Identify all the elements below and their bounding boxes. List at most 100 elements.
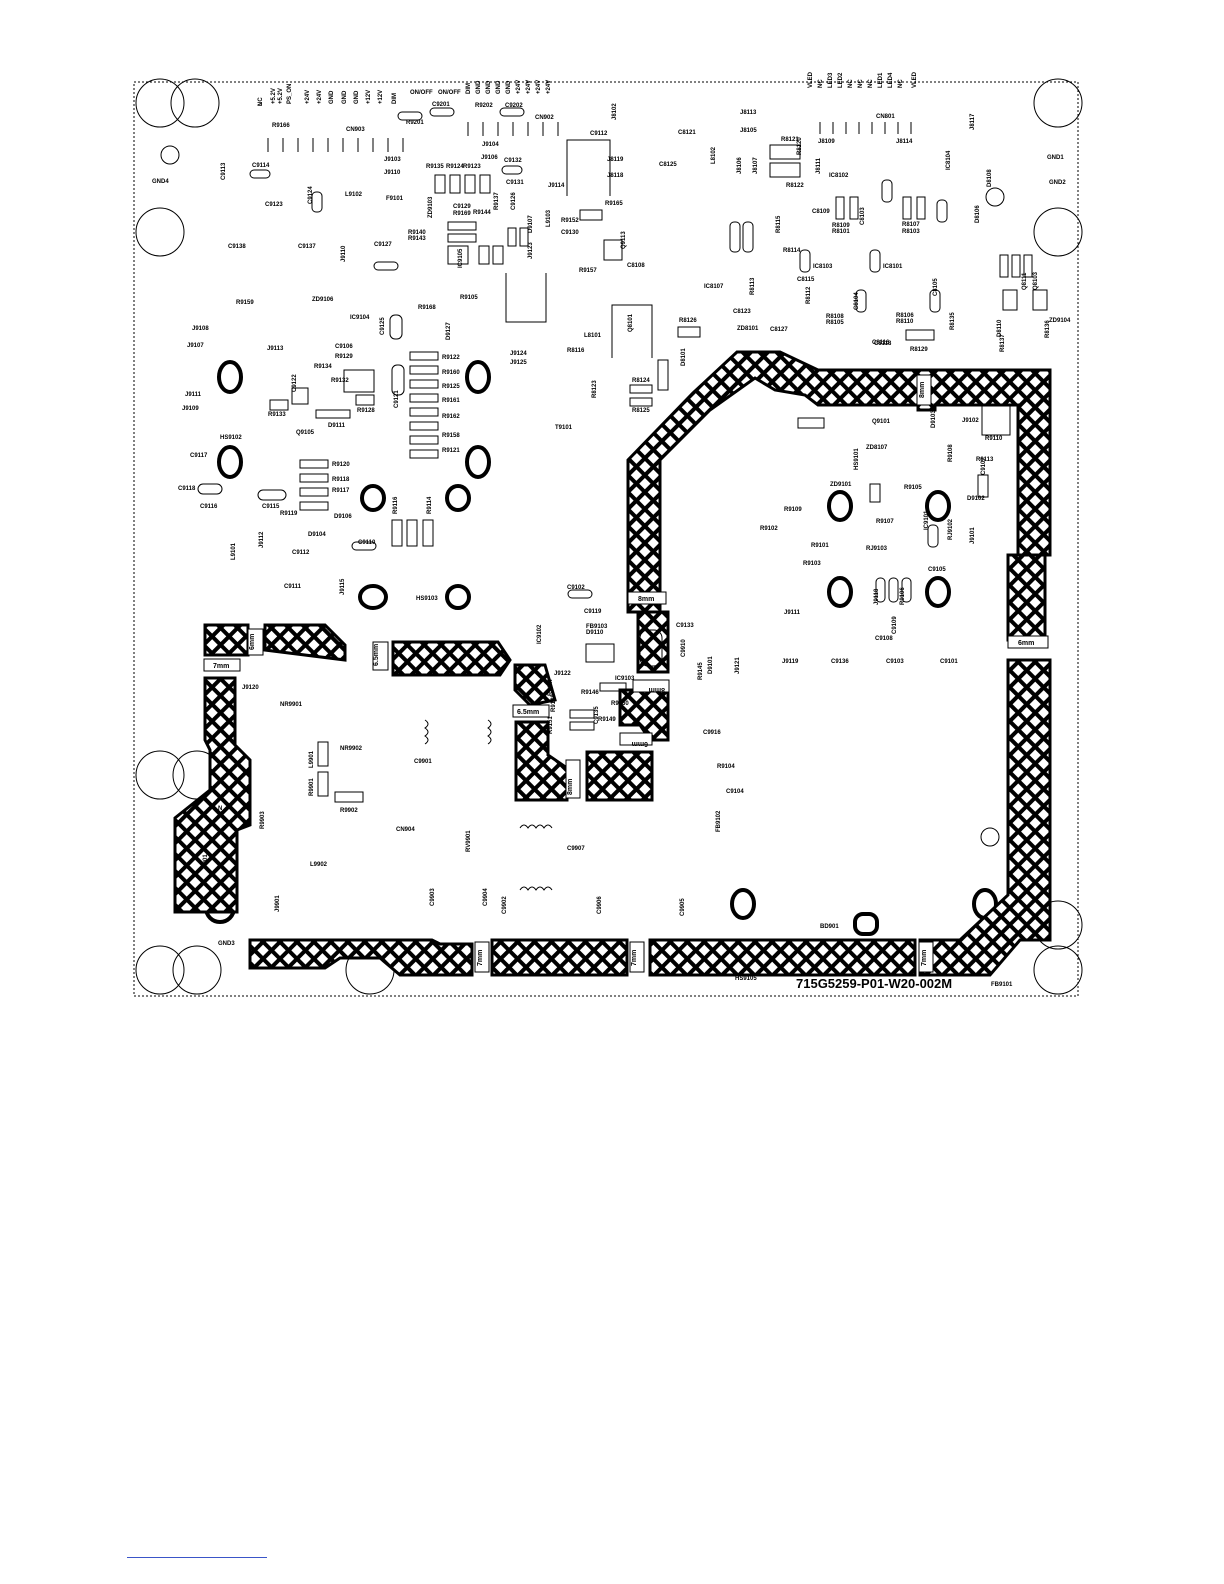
component-label: C8115 — [797, 277, 815, 283]
component-label: C9112 — [590, 131, 608, 137]
component-label: ZD8101 — [737, 326, 759, 332]
component-label: R8126 — [679, 318, 697, 324]
component-label: GND — [486, 80, 492, 94]
component-label: C9121 — [394, 390, 400, 408]
component-label: ZD9103 — [428, 196, 434, 218]
component-label: R8116 — [567, 348, 585, 354]
component-label: IC9105 — [458, 248, 464, 268]
component-label: R9104 — [717, 764, 735, 770]
component-label: C9124 — [308, 186, 314, 204]
component-label: J9110 — [384, 170, 401, 176]
component-label: R8103 — [902, 229, 920, 235]
component-label: D9107 — [528, 215, 534, 233]
component-label: NC — [848, 79, 854, 88]
component-label: R8105 — [826, 320, 844, 326]
component-label: +5.2V — [278, 88, 284, 104]
component-label: C9115 — [262, 504, 280, 510]
component-label: C9104 — [726, 789, 744, 795]
component-label: HS9105 — [735, 976, 757, 982]
component-label: N — [218, 806, 222, 812]
component-label: NC — [898, 79, 904, 88]
component-label: T9101 — [555, 425, 573, 431]
component-label: R9109 — [784, 507, 802, 513]
component-label: R9152 — [561, 218, 579, 224]
component-label: R8109 — [832, 223, 850, 229]
component-label: NC — [818, 79, 824, 88]
component-label: C8123 — [733, 309, 751, 315]
component-label: NR9902 — [340, 746, 363, 752]
component-label: IC8104 — [946, 150, 952, 170]
component-label: Q8101 — [628, 313, 634, 332]
component-label: R8129 — [910, 347, 928, 353]
component-label: C9111 — [284, 584, 302, 590]
component-label: C9123 — [265, 202, 283, 208]
component-label: C9102 — [567, 585, 585, 591]
component-label: R9124 — [446, 164, 464, 170]
component-label: R8108 — [826, 314, 844, 320]
component-label: D9106 — [334, 514, 352, 520]
component-label: R9903 — [260, 811, 266, 829]
svg-text:8mm: 8mm — [638, 596, 654, 603]
component-label: +24V — [536, 80, 542, 94]
component-label: J9109 — [182, 406, 199, 412]
component-label: R8113 — [750, 277, 756, 295]
component-label: +5.2V — [271, 88, 277, 104]
component-label: J8107 — [753, 157, 759, 174]
clearance-label: 7mm — [631, 950, 638, 966]
component-label: NR9901 — [280, 702, 303, 708]
component-label: C9106 — [335, 344, 353, 350]
component-label: R9120 — [332, 462, 350, 468]
component-label: C9126 — [511, 192, 517, 210]
clearance-label: 8mm — [649, 686, 665, 693]
component-label: R8115 — [776, 215, 782, 233]
component-label: J9104 — [482, 142, 499, 148]
component-label: C9117 — [190, 453, 208, 459]
component-label: L — [258, 102, 264, 106]
component-label: GND1 — [1047, 155, 1064, 161]
component-label: R9118 — [332, 477, 350, 483]
component-label: C9910 — [681, 639, 687, 657]
component-label: IC8101 — [883, 264, 903, 270]
component-label: R9158 — [442, 433, 460, 439]
component-label: C9905 — [680, 898, 686, 916]
component-label: ZD9101 — [830, 482, 852, 488]
component-label: C9201 — [432, 102, 450, 108]
component-label: ON/OFF — [438, 90, 461, 96]
component-label: NC — [258, 97, 264, 106]
component-label: +24V — [516, 80, 522, 94]
component-label: R9166 — [272, 123, 290, 129]
component-label: J9125 — [510, 360, 527, 366]
component-label: R9134 — [314, 364, 332, 370]
component-label: LED1 — [878, 72, 884, 88]
component-label: C8125 — [659, 162, 677, 168]
component-label: +24V — [305, 90, 311, 104]
component-label: C8116 — [872, 340, 890, 346]
component-label: HS9103 — [416, 596, 438, 602]
component-label: C9138 — [228, 244, 246, 250]
component-label: Q8111 — [1022, 272, 1028, 290]
component-label: Q8103 — [1033, 271, 1039, 290]
component-label: C8108 — [627, 263, 645, 269]
component-label: R9125 — [442, 384, 460, 390]
component-label: R9146 — [581, 690, 599, 696]
component-label: C8127 — [770, 327, 788, 333]
component-label: R9117 — [332, 488, 350, 494]
clearance-label: 7mm — [477, 950, 484, 966]
component-label: J9107 — [187, 343, 204, 349]
component-label: C9118 — [178, 486, 196, 492]
component-label: R8125 — [632, 408, 650, 414]
component-label: J9115 — [340, 578, 346, 595]
component-label: R8106 — [896, 313, 914, 319]
component-label: PS_ON — [287, 84, 293, 104]
component-label: R9123 — [463, 164, 481, 170]
component-label: R8124 — [632, 378, 650, 384]
component-label: C8105 — [933, 278, 939, 296]
component-label: J8117 — [970, 113, 976, 130]
component-label: R9143 — [408, 236, 426, 242]
component-label: J9101 — [970, 527, 976, 544]
component-label: R9116 — [393, 496, 399, 514]
component-label: C9906 — [597, 896, 603, 914]
component-label: J8111 — [816, 157, 822, 174]
component-label: R9161 — [442, 398, 460, 404]
component-label: GND — [506, 80, 512, 94]
